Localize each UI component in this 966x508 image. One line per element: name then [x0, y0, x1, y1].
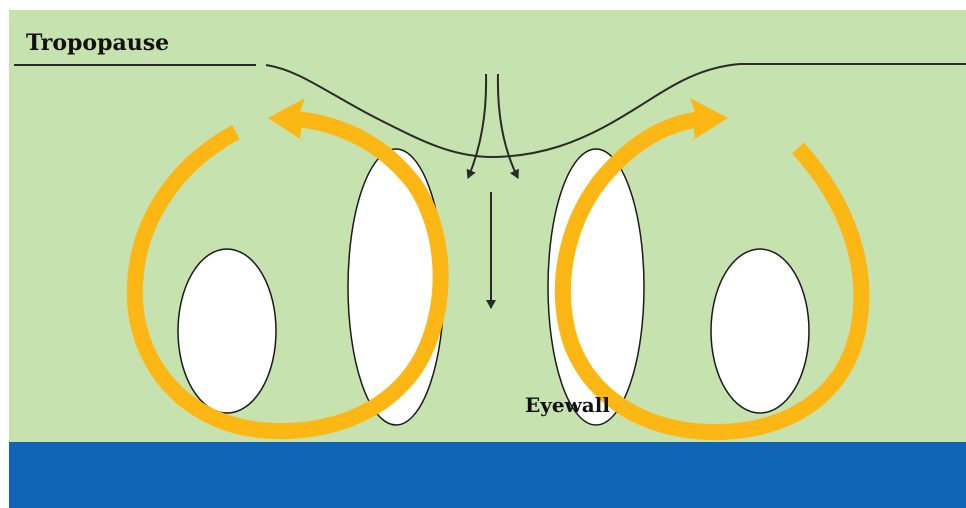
outer-rainband-cloud-left: [178, 249, 276, 413]
outer-rainband-cloud-right: [711, 249, 809, 413]
tropopause-label: Tropopause: [26, 30, 169, 56]
eyewall-label: Eyewall: [525, 393, 610, 417]
ocean-surface: [9, 442, 966, 508]
